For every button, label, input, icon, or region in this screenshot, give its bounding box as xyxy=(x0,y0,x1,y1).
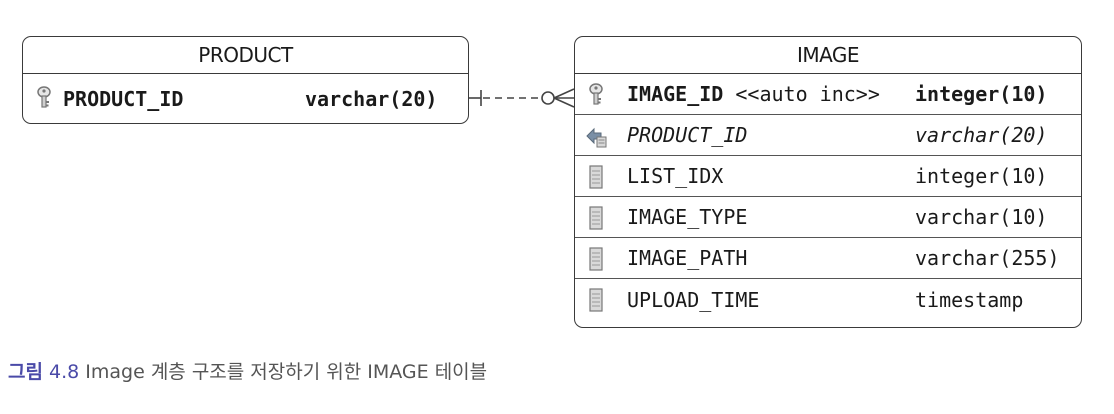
image-row-image-id: IMAGE_ID <<auto inc>> integer(10) xyxy=(575,74,1081,115)
product-entity: PRODUCT PRODUCT_ID varchar(20) xyxy=(22,36,469,124)
column-icon xyxy=(589,206,603,230)
connector-many-upper xyxy=(553,88,575,99)
column-icon xyxy=(589,165,603,189)
image-path-type: varchar(255) xyxy=(915,246,1060,270)
product-entity-title: PRODUCT xyxy=(23,37,468,74)
relationship-connector xyxy=(469,88,575,108)
list-idx-name: LIST_IDX xyxy=(627,164,724,188)
column-icon xyxy=(589,247,603,271)
upload-time-type: timestamp xyxy=(915,287,1024,312)
image-type-type: varchar(10) xyxy=(915,205,1048,229)
image-type-name: IMAGE_TYPE xyxy=(627,205,748,229)
product-id-type: varchar(20) xyxy=(305,86,438,111)
image-id-type: integer(10) xyxy=(915,82,1048,106)
image-entity: IMAGE IMAGE_ID <<auto inc>> integer(10) … xyxy=(574,36,1082,328)
image-row-image-path: IMAGE_PATH varchar(255) xyxy=(575,238,1081,279)
upload-time-name: UPLOAD_TIME xyxy=(627,287,760,312)
image-row-product-id: PRODUCT_ID varchar(20) xyxy=(575,115,1081,156)
connector-many-lower xyxy=(553,97,575,108)
connector-zero-circle xyxy=(541,91,555,105)
image-path-name: IMAGE_PATH xyxy=(627,246,748,270)
image-id-name-main: IMAGE_ID xyxy=(627,82,724,106)
image-id-name-extra: <<auto inc>> xyxy=(723,82,880,106)
image-product-id-type: varchar(20) xyxy=(915,123,1048,147)
image-id-name: IMAGE_ID <<auto inc>> xyxy=(627,74,880,114)
figure-caption-text: Image 계층 구조를 저장하기 위한 IMAGE 테이블 xyxy=(85,361,488,383)
primary-key-icon xyxy=(37,86,51,108)
image-product-id-name: PRODUCT_ID xyxy=(627,123,748,147)
product-row-product-id: PRODUCT_ID varchar(20) xyxy=(23,74,468,123)
image-row-upload-time: UPLOAD_TIME timestamp xyxy=(575,279,1081,320)
image-row-list-idx: LIST_IDX integer(10) xyxy=(575,156,1081,197)
image-entity-title: IMAGE xyxy=(575,37,1081,74)
figure-caption: 그림 4.8 Image 계층 구조를 저장하기 위한 IMAGE 테이블 xyxy=(8,357,487,384)
column-icon xyxy=(589,288,603,312)
foreign-key-icon xyxy=(586,127,607,148)
figure-number: 4.8 xyxy=(49,361,80,383)
primary-key-icon xyxy=(589,83,603,105)
image-row-image-type: IMAGE_TYPE varchar(10) xyxy=(575,197,1081,238)
figure-label: 그림 xyxy=(8,361,43,383)
list-idx-type: integer(10) xyxy=(915,164,1048,188)
product-id-name: PRODUCT_ID xyxy=(63,86,184,111)
